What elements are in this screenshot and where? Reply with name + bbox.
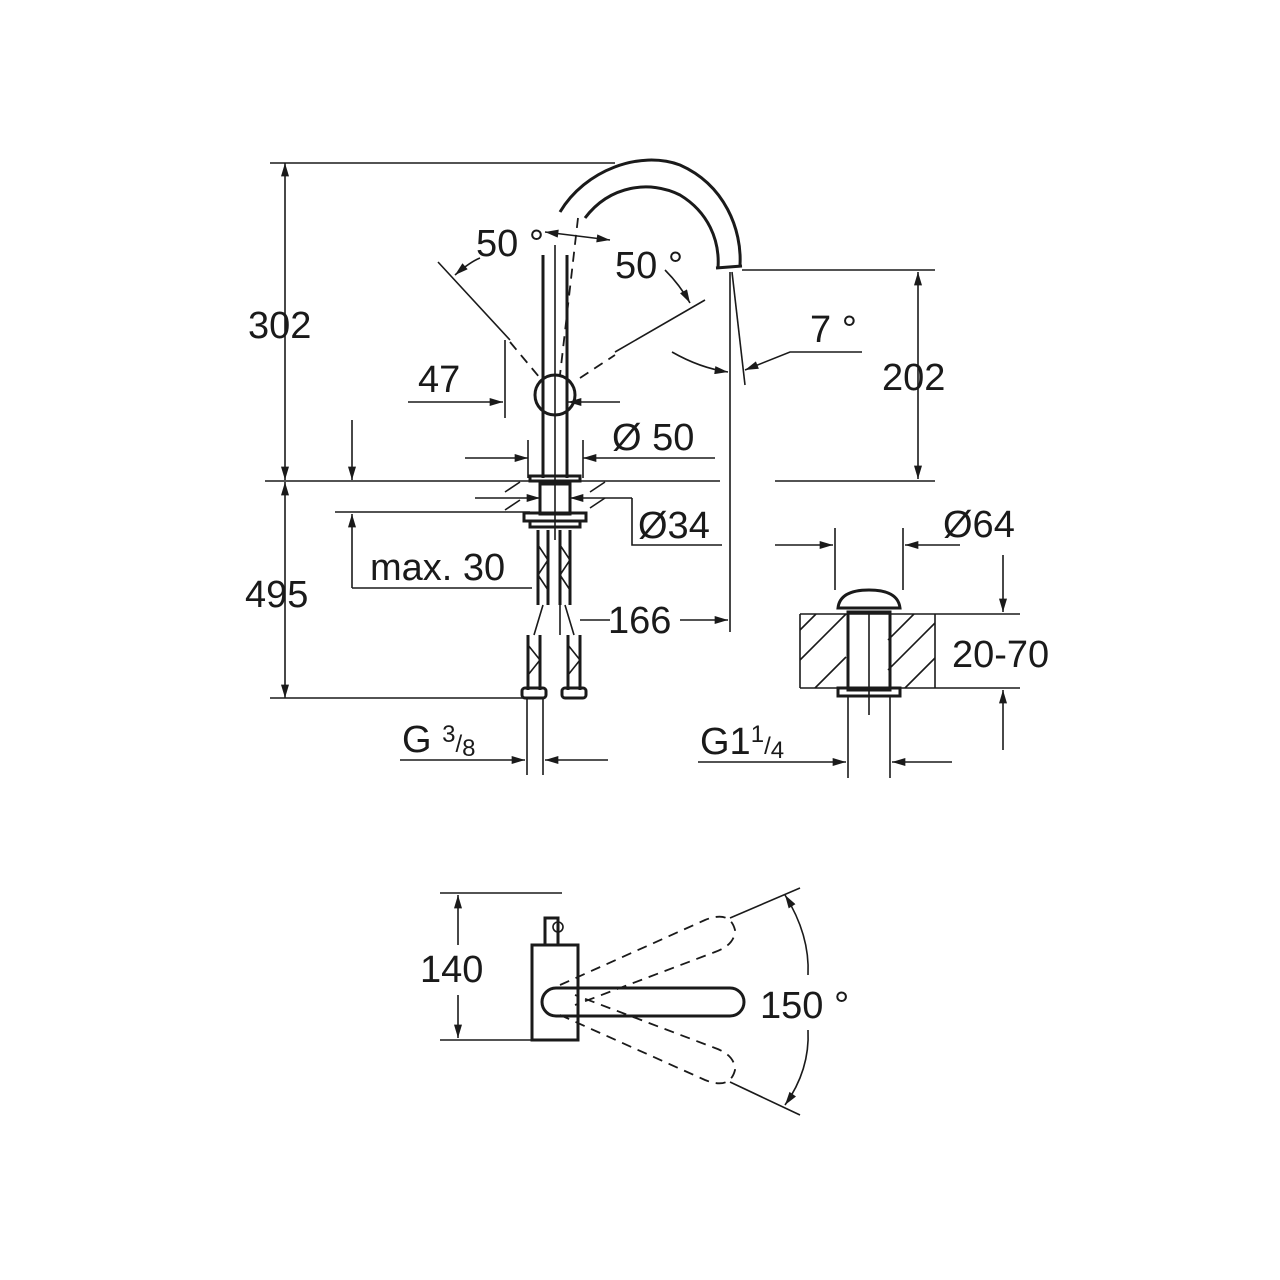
dim-495-label: 495 [245,574,308,616]
hatch [504,481,606,511]
dim-47-label: 47 [418,359,460,401]
dim-50-right-label: 50 ° [615,245,683,287]
angle-line-left [437,261,511,341]
lever-dashed [559,217,579,376]
hose-lower [526,635,582,690]
washer [528,519,582,529]
hose-break [533,604,575,636]
dim-202-label: 202 [882,357,945,399]
handle-lower-dashed [559,994,736,1085]
angle-line-top [729,887,801,919]
dim-34-leader [631,498,722,546]
dim-d50-label: Ø 50 [612,417,694,459]
angle-arrow [671,351,729,375]
lever-handle [540,986,746,1018]
dim-2070-label: 20-70 [952,634,1049,676]
front-view: 302 202 495 47 50 ° 50 ° 7 ° Ø 50 Ø34 ma… [245,158,945,775]
spout-outlet [715,264,743,270]
angle-arrow [544,229,611,243]
fitting [520,686,548,700]
dim-50-left-label: 50 ° [476,223,544,265]
dim-150-label: 150 ° [760,985,849,1027]
dim-g114-label: G11/4 [700,721,784,764]
spout-inner [583,185,720,269]
handle-pivot [533,373,577,417]
angle-line-bottom [729,1081,801,1116]
angle-arc-bottom [784,1029,809,1106]
body-top [530,943,580,1042]
waste-view: Ø64 20-70 G11/4 [698,504,1049,778]
dim-g38-label: G 3/8 [402,719,476,762]
dim-166-label: 166 [608,600,671,642]
handle-upper-dashed [559,915,736,1006]
spout-outer [558,158,742,266]
lever-left-dashed [509,341,541,379]
top-view: 140 150 ° [420,887,849,1116]
dim-max30-label: max. 30 [370,547,505,589]
waste-cap [836,588,902,610]
angle-leader [744,351,862,371]
spout-stream-line [731,271,746,386]
counter-hatch [799,613,936,689]
hoses [536,530,572,605]
waste-nut [836,686,902,698]
dim-302-label: 302 [248,305,311,347]
angle-arrow [664,269,691,304]
angle-line-right [614,299,706,353]
dim-7-label: 7 ° [810,309,857,351]
hose-braid [537,544,571,591]
fitting [560,686,588,700]
angle-arrow [454,257,481,276]
dim-d64-label: Ø64 [943,504,1015,546]
dim-140-label: 140 [420,949,483,991]
dim-d34-label: Ø34 [638,505,710,547]
cartridge-screw [552,921,564,933]
angle-arc-top [784,894,809,976]
hose-braid [527,644,582,676]
base-plate [528,474,582,483]
lever-right-dashed [579,354,616,379]
